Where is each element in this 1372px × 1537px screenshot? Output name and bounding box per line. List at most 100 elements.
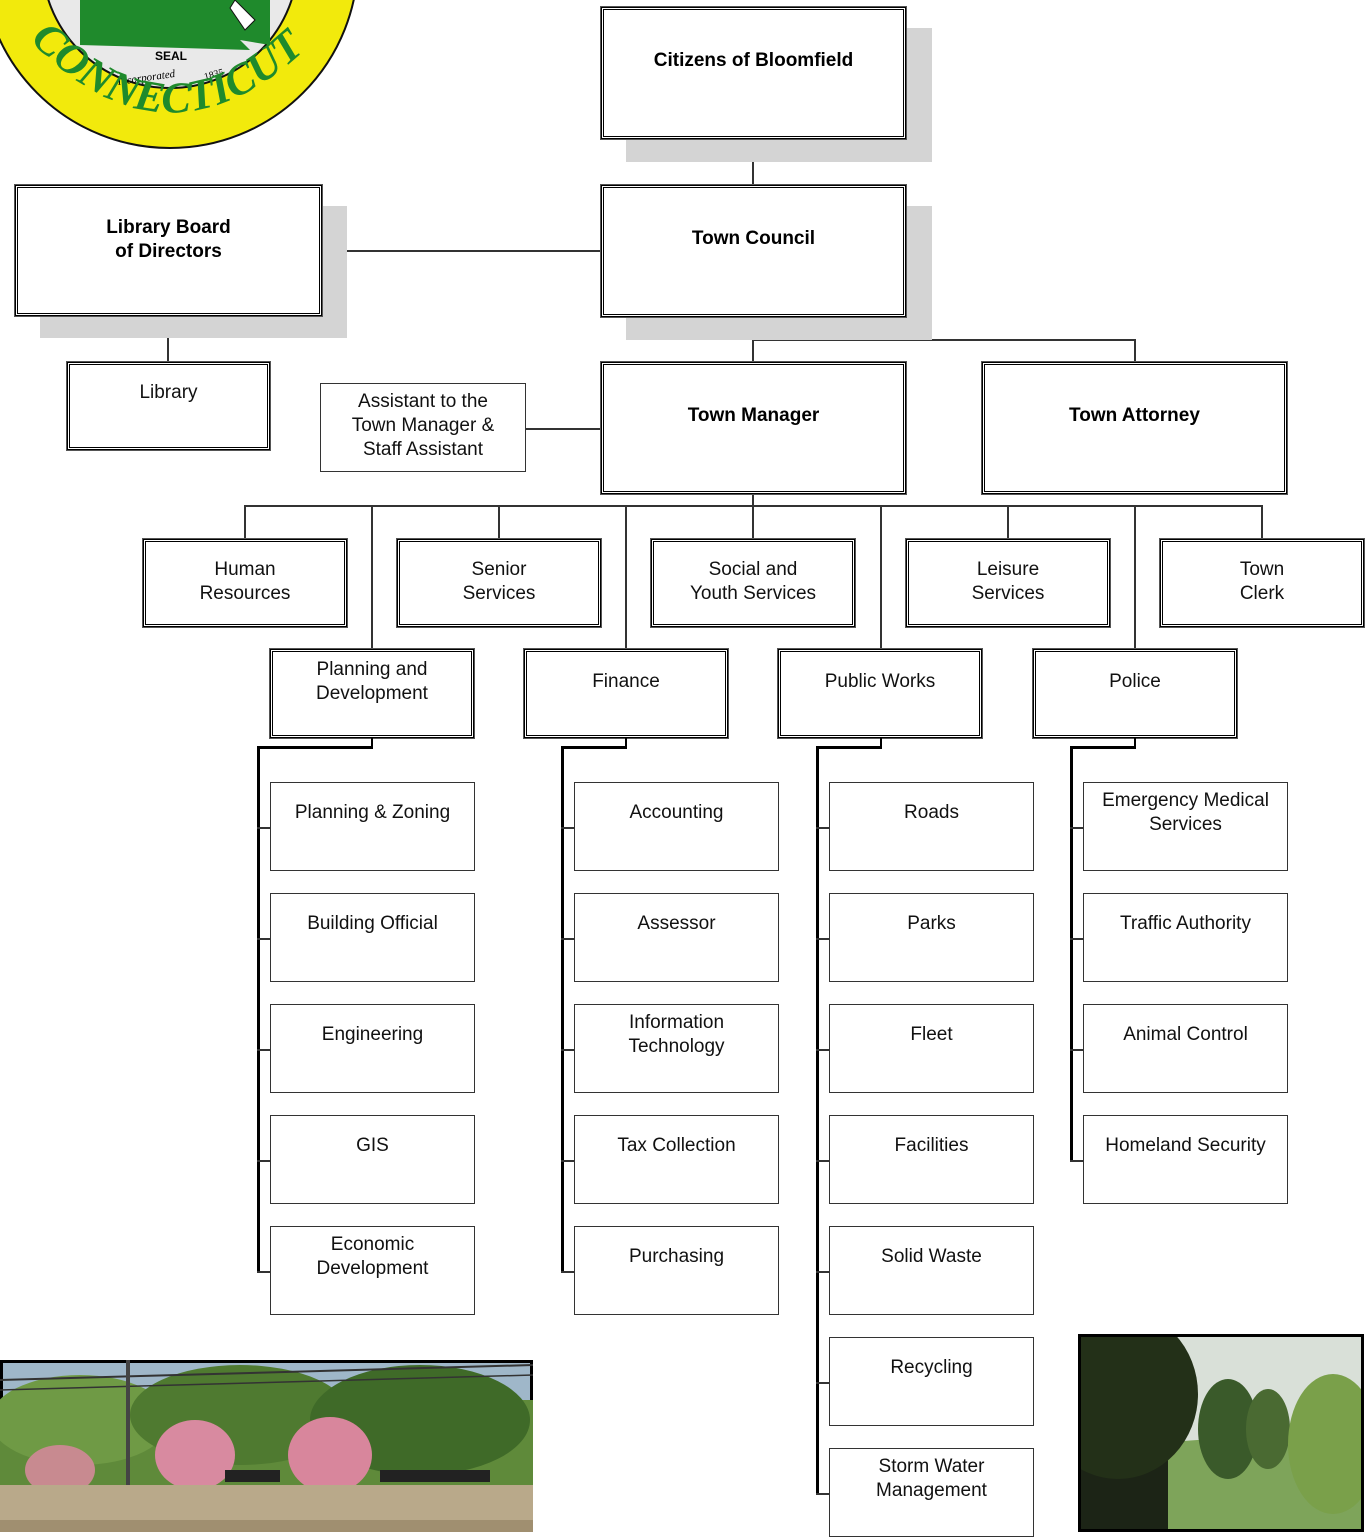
bracket-spine [257,746,260,1271]
row1-0-line1: Human [214,559,276,580]
row1-4-line2: Clerk [1239,583,1285,604]
library-box: Library [67,362,270,450]
unit-box: Roads [829,782,1034,871]
town-clerk-box: Town Clerk [1160,539,1364,627]
town-council-box: Town Council [601,185,906,317]
row1-1-line2: Services [462,583,536,604]
unit-label: Animal Control [1123,1024,1248,1045]
row1-4-line1: Town [1239,559,1285,580]
town-manager-label: Town Manager [687,405,820,426]
unit-box: Traffic Authority [1083,893,1288,982]
dept-planning-line1: Planning and [316,659,428,680]
dept-planning-line2: Development [316,683,428,704]
unit-box: Animal Control [1083,1004,1288,1093]
unit-label: Economic [330,1234,415,1255]
unit-label: Services [1149,814,1222,835]
assistant-line2: Town Manager & [351,415,495,436]
unit-label: Assessor [637,913,716,934]
unit-label: Technology [628,1036,725,1057]
row1-1-line1: Senior [471,559,527,580]
bracket-spine [816,746,819,1493]
bracket-tick [561,1048,574,1051]
seal-label: SEAL [155,49,187,63]
unit-box: Purchasing [574,1226,779,1315]
bracket-tick [816,937,829,940]
leisure-services-box: Leisure Services [906,539,1110,627]
bracket-tick [561,937,574,940]
unit-box: Planning & Zoning [270,782,475,871]
dept-public-works-box: Public Works [778,649,982,738]
unit-label: Development [316,1258,429,1279]
assistant-line3: Staff Assistant [362,439,484,460]
bracket-tick [257,1048,270,1051]
library-board-box: Library Board of Directors [15,185,322,316]
dept-planning-box: Planning and Development [270,649,474,738]
unit-label: Facilities [894,1135,969,1156]
library-board-line2: of Directors [115,241,222,262]
unit-box: GIS [270,1115,475,1204]
bracket-tick [816,1381,829,1384]
seal-year: 1835 [203,67,225,83]
town-manager-box: Town Manager [601,362,906,494]
bracket-tick [561,1159,574,1162]
unit-label: Emergency Medical [1102,790,1269,811]
row1-2-line1: Social and [708,559,798,580]
library-label: Library [139,382,198,403]
unit-box: Tax Collection [574,1115,779,1204]
unit-label: Parks [907,913,956,934]
bracket-tick [257,937,270,940]
unit-label: Roads [904,802,959,823]
bracket-tick [257,826,270,829]
bracket-tick [1070,1159,1083,1162]
hillside-trees-photo [1078,1334,1364,1532]
bracket-tick [1070,826,1083,829]
unit-label: Solid Waste [881,1246,982,1267]
unit-box: Building Official [270,893,475,982]
unit-label: Planning & Zoning [294,802,451,823]
bracket-tick [816,1492,829,1495]
bracket-tick [257,1270,270,1273]
human-resources-box: Human Resources [143,539,347,627]
bracket-spine [561,746,564,1271]
bracket-tick [257,1159,270,1162]
assistant-line1: Assistant to the [358,391,488,412]
social-youth-services-box: Social and Youth Services [651,539,855,627]
unit-box: Assessor [574,893,779,982]
unit-label: Recycling [890,1357,973,1378]
dept-finance-box: Finance [524,649,728,738]
dept-police-box: Police [1033,649,1237,738]
town-seal-logo: SEAL Incorporated 1835 CONNECTICUT [0,0,355,149]
unit-box: Engineering [270,1004,475,1093]
dept-public-works-label: Public Works [824,671,936,692]
unit-box: Solid Waste [829,1226,1034,1315]
row1-3-line2: Services [971,583,1045,604]
unit-label: Accounting [629,802,724,823]
unit-label: GIS [356,1135,389,1156]
dept-police-label: Police [1109,671,1161,692]
unit-label: Tax Collection [617,1135,736,1156]
unit-label: Purchasing [628,1246,725,1267]
citizens-box: Citizens of Bloomfield [601,7,906,139]
dept-finance-label: Finance [592,671,660,692]
bracket-tick [1070,937,1083,940]
row1-2-line2: Youth Services [689,583,817,604]
unit-label: Management [876,1480,987,1501]
unit-box: Homeland Security [1083,1115,1288,1204]
unit-box: Recycling [829,1337,1034,1426]
unit-box: Facilities [829,1115,1034,1204]
bracket-tick [816,1048,829,1051]
unit-label: Homeland Security [1105,1135,1266,1156]
unit-label: Traffic Authority [1120,913,1251,934]
unit-label: Fleet [910,1024,953,1045]
town-green-photo [0,1360,533,1532]
unit-box: Fleet [829,1004,1034,1093]
unit-box: Accounting [574,782,779,871]
bracket-tick [561,1270,574,1273]
row1-0-line2: Resources [199,583,291,604]
bracket-tick [816,1270,829,1273]
town-council-label: Town Council [691,228,816,249]
